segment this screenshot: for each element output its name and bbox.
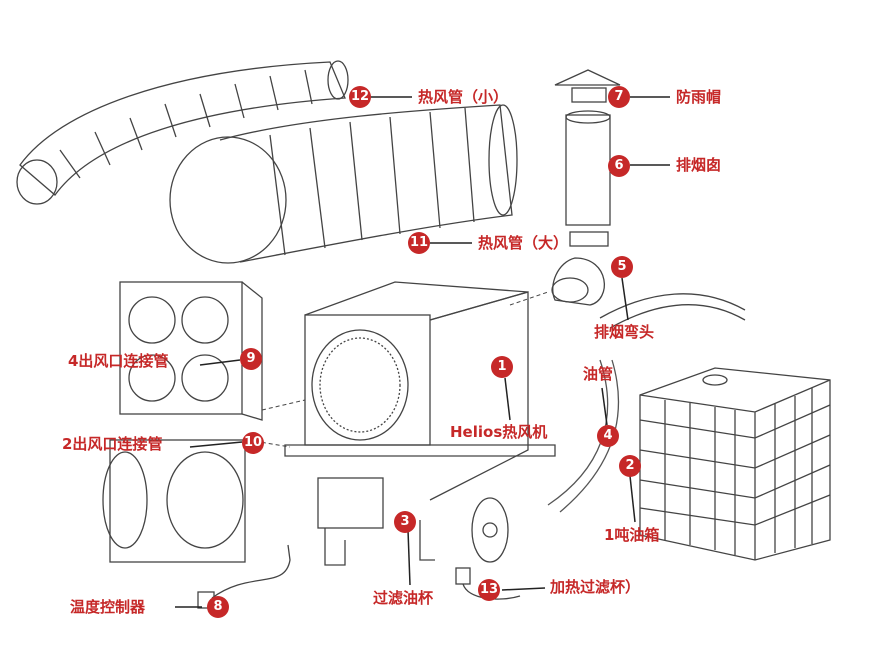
label-four-outlet-connector: 4出风口连接管 [68,352,169,370]
large-hot-air-duct [169,104,518,264]
label-chimney: 排烟囱 [676,156,722,174]
badge-3: 3 [394,511,416,533]
label-large-hot-air-duct: 热风管（大） [478,234,569,252]
label-chimney-elbow: 排烟弯头 [594,323,655,341]
badge-7: 7 [608,86,630,108]
label-heated-filter-cup: 加热过滤杯） [550,578,641,596]
badge-9: 9 [240,348,262,370]
assembly-line-chimney [509,291,549,306]
small-hot-air-duct [16,60,349,205]
label-oil-pipe: 油管 [583,365,614,383]
label-rain-cap: 防雨帽 [676,88,722,106]
badge-4: 4 [597,425,619,447]
leader-13 [501,587,546,591]
badge-5: 5 [611,256,633,278]
badge-6: 6 [608,155,630,177]
badge-11: 11 [408,232,430,254]
badge-8: 8 [207,596,229,618]
leader-5 [621,277,629,321]
leader-9 [199,359,241,366]
label-filter-oil-cup: 过滤油杯 [373,589,434,607]
oil-tank [639,367,831,561]
label-temperature-controller: 温度控制器 [70,598,146,616]
label-heater: Helios热风机 [450,423,548,441]
heater-unit [284,281,556,566]
leader-1 [504,377,511,421]
four-outlet-connector [119,281,263,421]
badge-13: 13 [478,579,500,601]
leader-4 [601,387,608,426]
badge-1: 1 [491,356,513,378]
leader-2 [629,475,636,523]
label-two-outlet-connector: 2出风口连接管 [62,435,163,453]
two-outlet-connector [102,439,246,563]
badge-12: 12 [349,86,371,108]
leader-10 [189,441,243,448]
badge-10: 10 [242,432,264,454]
leader-3 [407,529,411,586]
label-oil-tank: 1吨油箱 [604,526,660,544]
label-small-hot-air-duct: 热风管（小） [418,88,509,106]
badge-2: 2 [619,455,641,477]
chimney-elbow [552,257,605,306]
